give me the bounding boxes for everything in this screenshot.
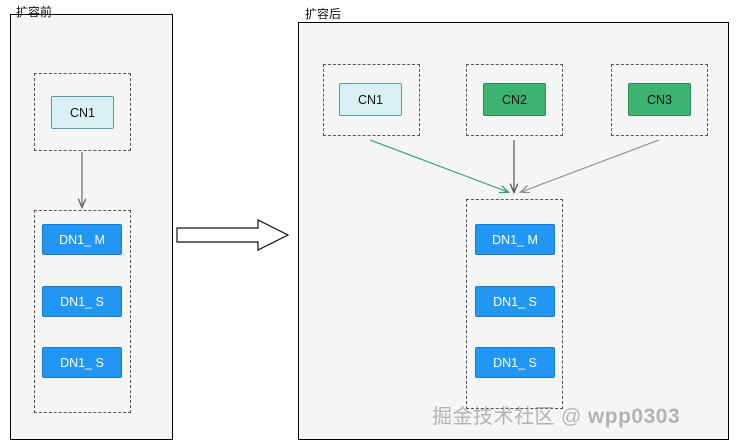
panel-after-title: 扩容后 <box>305 7 342 21</box>
before-dn-group <box>34 210 131 413</box>
node-cn3-after[interactable]: CN3 <box>628 83 691 116</box>
node-dn1-m-after[interactable]: DN1_ M <box>475 224 555 255</box>
node-dn1-s1-before[interactable]: DN1_ S <box>42 286 122 317</box>
watermark-prefix: 掘金技术社区 @ <box>432 406 588 428</box>
node-dn1-s2-after[interactable]: DN1_ S <box>475 347 555 378</box>
after-dn-group <box>466 199 563 409</box>
node-dn1-s2-before[interactable]: DN1_ S <box>42 347 122 378</box>
after-cn-group-2 <box>466 64 563 136</box>
node-cn1-before[interactable]: CN1 <box>51 96 114 129</box>
watermark-handle: wpp0303 <box>587 405 681 428</box>
node-dn1-s1-after[interactable]: DN1_ S <box>475 286 555 317</box>
expand-arrow <box>176 219 290 251</box>
node-cn1-after[interactable]: CN1 <box>339 83 402 116</box>
node-cn2-after[interactable]: CN2 <box>483 83 546 116</box>
panel-before-title: 扩容前 <box>16 5 53 19</box>
before-cn-group <box>34 73 131 151</box>
after-cn-group-1 <box>323 64 420 136</box>
watermark: 掘金技术社区 @ wpp0303 <box>432 400 680 429</box>
after-cn-group-3 <box>611 64 708 136</box>
node-dn1-m-before[interactable]: DN1_ M <box>42 224 122 255</box>
